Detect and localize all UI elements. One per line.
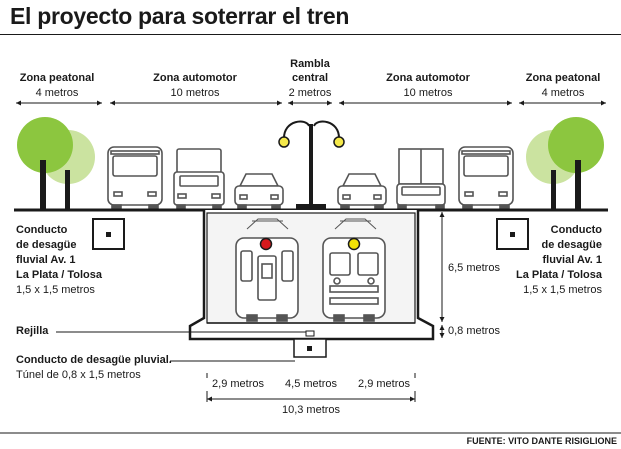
truck-icon-right [396,148,446,210]
left-conduit-size: 1,5 x 1,5 metros [16,284,95,296]
truck-icon-left [173,148,225,210]
zone-rambla-name-1: Rambla [290,58,330,70]
tree-icon-right [526,117,604,209]
zone-left-peatonal-name: Zona peatonal [19,72,95,84]
conduit-left-icon [92,218,125,250]
rejilla-label: Rejilla [16,325,49,337]
bus-icon-left [107,146,163,210]
right-conduit-size: 1,5 x 1,5 metros [523,284,602,296]
pluvial-size: Túnel de 0,8 x 1,5 metros [16,369,141,381]
zone-right-automotor-width: 10 metros [403,87,453,99]
tree-icon-left [17,117,95,209]
tunnel-height-label: 6,5 metros [448,262,500,274]
left-conduit-line2: de desagüe [16,239,77,251]
street-lamp-icon [278,120,345,209]
zone-rambla-width: 2 metros [288,87,332,99]
total-span-label: 10,3 metros [281,404,341,416]
source-credit: FUENTE: VITO DANTE RISIGLIONE [466,436,617,446]
conduit-right-icon [496,218,529,250]
left-conduit-line3: fluvial Av. 1 [16,254,76,266]
title-divider [0,34,621,35]
zone-right-peatonal-name: Zona peatonal [525,72,601,84]
train-icon-right [322,218,386,322]
left-conduit-line4: La Plata / Tolosa [16,269,102,281]
car-icon-left [234,173,284,210]
zone-right-automotor-name: Zona automotor [386,72,470,84]
pluvial-duct-icon [293,338,327,358]
right-span-label: 2,9 metros [349,378,419,391]
zone-left-peatonal-width: 4 metros [35,87,79,99]
center-span-label: 4,5 metros [276,378,346,391]
bus-icon-right [458,146,514,210]
car-icon-right [337,173,387,210]
right-conduit-line1: Conducto [550,224,602,236]
left-span-label: 2,9 metros [203,378,273,391]
left-conduit-line1: Conducto [16,224,68,236]
right-conduit-line3: fluvial Av. 1 [542,254,602,266]
base-height-label: 0,8 metros [448,325,500,337]
zone-right-peatonal-width: 4 metros [541,87,585,99]
page-title: El proyecto para soterrar el tren [10,3,350,29]
pluvial-label: Conducto de desagüe pluvial. [16,354,172,366]
zone-rambla-name-2: central [291,72,329,84]
rejilla-icon [305,330,315,337]
zone-left-automotor-width: 10 metros [170,87,220,99]
zone-left-automotor-name: Zona automotor [153,72,237,84]
train-icon-left [235,218,299,322]
right-conduit-line4: La Plata / Tolosa [516,269,602,281]
right-conduit-line2: de desagüe [541,239,602,251]
